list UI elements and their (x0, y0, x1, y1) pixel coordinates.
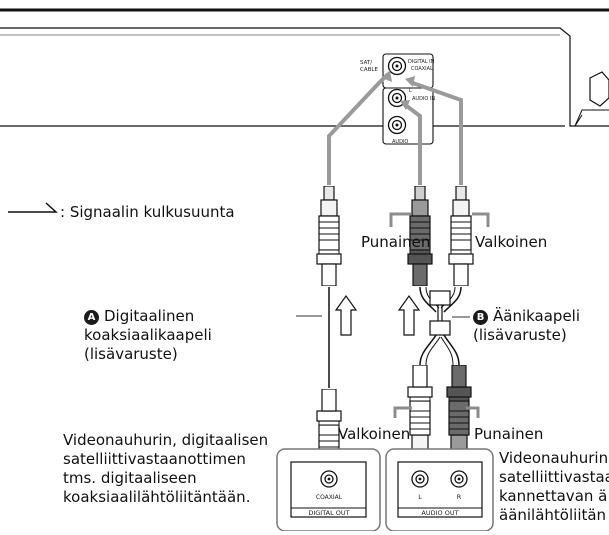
coaxial-jack-label: COAXIAL (316, 494, 343, 501)
receiver-panel: SAT/ CABLE DIGITAL IN COAXIAL L AUDIO IN… (0, 8, 609, 145)
bottom-red-plug-label: Punainen (474, 425, 544, 443)
cable-a-line-3: (lisävaruste) (84, 345, 178, 363)
audio-in-r-jack (387, 115, 407, 135)
audio-out-l-label: L (418, 493, 422, 501)
sat-cable-label-2: CABLE (360, 67, 378, 73)
cable-b-label: B Äänikaapeli (lisävaruste) (473, 307, 580, 345)
audio-in-label: AUDIO IN (412, 96, 435, 102)
audio-label: AUDIO (392, 139, 408, 145)
audio-out-panel: L R AUDIO OUT (385, 448, 494, 532)
source-left-line-3: tms. digitaaliseen (63, 469, 197, 487)
audio-out-title: AUDIO OUT (421, 509, 458, 517)
source-right-line-2: satelliittivastaa (499, 468, 609, 486)
top-white-plug-label: Valkoinen (475, 233, 548, 251)
source-left-line-2: satelliittivastaanottimen (63, 450, 246, 468)
cable-a-line-2: koaksiaalikaapeli (84, 326, 212, 344)
route-arrowheads (382, 70, 415, 110)
signal-arrow-icon (8, 202, 58, 213)
cable-b-line-2: (lisävaruste) (473, 326, 567, 344)
source-right-line-4: äänilähtöliitän (499, 506, 607, 524)
audio-out-r-label: R (457, 493, 462, 501)
source-left-line-4: koaksiaalilähtöliitäntään. (63, 488, 251, 506)
bottom-white-plug-label: Valkoinen (338, 425, 411, 443)
cable-a-label: A Digitaalinen koaksiaalikaapeli (lisävar… (84, 307, 212, 364)
coaxial-cable (296, 186, 358, 489)
digital-in-label-1: DIGITAL IN (408, 59, 435, 65)
audio-cable (397, 186, 474, 465)
cable-b-title: B Äänikaapeli (473, 307, 580, 326)
cable-a-marker: A (84, 310, 99, 325)
cable-b-line-1: Äänikaapeli (493, 307, 581, 325)
digital-in-label-2: COAXIAL (411, 66, 433, 72)
source-right-text: Videonauhurin satelliittivastaa kannetta… (499, 449, 609, 525)
sat-cable-label-1: SAT/ (360, 60, 372, 66)
source-left-text: Videonauhurin, digitaalisen satelliittiv… (63, 431, 268, 507)
cable-a-line-1: Digitaalinen (104, 307, 195, 325)
digital-out-title: DIGITAL OUT (308, 509, 349, 517)
source-right-line-3: kannettavan ä (499, 487, 608, 505)
cable-routes (327, 72, 463, 185)
plug-callouts (389, 212, 490, 418)
top-red-plug-label: Punainen (361, 233, 431, 251)
audio-in-l-label: L (409, 88, 412, 94)
cable-a-title: A Digitaalinen (84, 307, 212, 326)
digital-out-panel: COAXIAL DIGITAL OUT (276, 448, 381, 532)
digital-in-coaxial-jack (387, 56, 407, 76)
cable-b-marker: B (473, 310, 488, 325)
signal-direction-legend: : Signaalin kulkusuunta (60, 203, 235, 221)
source-left-line-1: Videonauhurin, digitaalisen (63, 431, 269, 449)
source-right-line-1: Videonauhurin (499, 449, 609, 467)
